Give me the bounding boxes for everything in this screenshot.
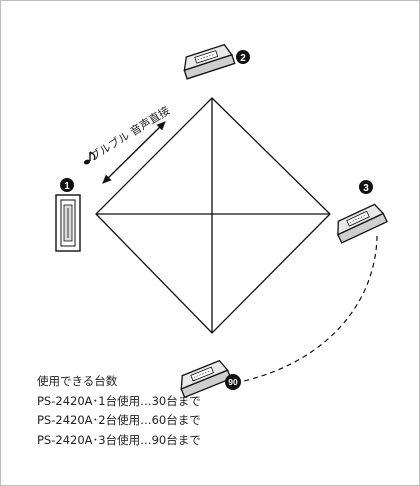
badge-phone-2 xyxy=(236,50,250,64)
capacity-caption: 使用できる台数 PS-2420A･1台使用…30台まで PS-2420A･2台使… xyxy=(37,372,201,450)
caption-line: PS-2420A･2台使用…60台まで xyxy=(37,413,201,427)
badge-phone-2-label: 2 xyxy=(240,53,246,64)
badge-phone-1 xyxy=(60,178,74,192)
desk-phone-icon xyxy=(180,359,232,399)
badge-phone-3-label: 3 xyxy=(363,183,369,194)
badge-phone-90 xyxy=(225,374,241,390)
desk-phone-icon xyxy=(183,43,236,80)
upright-phone-icon xyxy=(55,194,81,252)
arrow-label: ブルブル 音声直接 xyxy=(87,103,172,163)
music-note-icon xyxy=(83,151,96,165)
badge-phone-90-label: 90 xyxy=(228,377,238,387)
dashed-connector xyxy=(243,235,378,382)
caption-line: PS-2420A･1台使用…30台まで xyxy=(37,393,201,408)
badge-phone-3 xyxy=(359,180,373,194)
caption-line: PS-2420A･3台使用…90台まで xyxy=(37,432,201,447)
desk-phone-icon xyxy=(337,203,388,244)
badge-phone-1-label: 1 xyxy=(64,181,70,192)
double-arrow-icon xyxy=(102,121,166,184)
caption-heading: 使用できる台数 xyxy=(37,374,118,388)
